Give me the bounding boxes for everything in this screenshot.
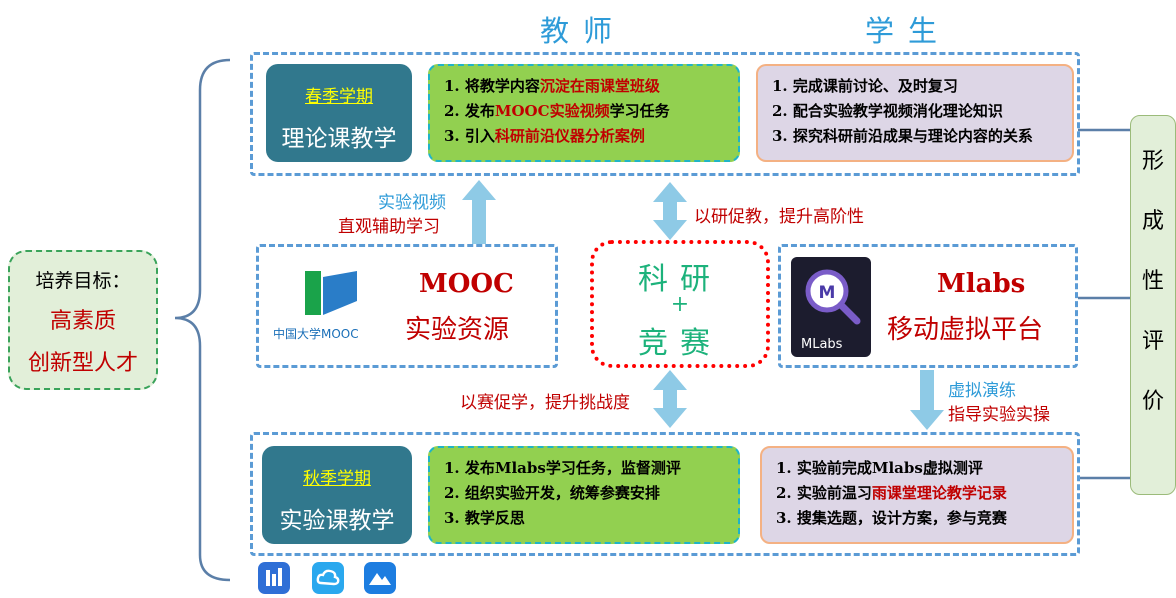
spring-semester-box: 春季学期 理论课教学: [266, 64, 412, 162]
formative-char: 性: [1141, 269, 1164, 294]
goal-line1: 高素质: [49, 309, 116, 334]
mooc-logo-text: 中国大学MOOC: [273, 327, 359, 341]
header-teacher: 教师: [540, 14, 627, 48]
mooc-resource-box: 中国大学MOOC MOOC 实验资源: [256, 244, 558, 368]
list-item: 1. 实验前完成Mlabs虚拟测评: [776, 459, 983, 477]
mlabs-platform-box: M MLabs Mlabs 移动虚拟平台: [778, 244, 1078, 368]
header-student: 学生: [865, 14, 952, 48]
left-brace: [174, 58, 231, 582]
mlabs-logo-text: MLabs: [801, 337, 843, 352]
list-item: 3. 教学反思: [444, 509, 525, 527]
arrow-double-competition: [653, 370, 687, 428]
formative-char: 评: [1141, 329, 1164, 354]
list-item: 2. 配合实验教学视频消化理论知识: [772, 102, 1003, 120]
svg-text:M: M: [819, 283, 836, 303]
plus-sign: +: [670, 292, 690, 317]
list-item: 1. 完成课前讨论、及时复习: [772, 77, 958, 95]
arrow-down-mlabs: [910, 370, 944, 430]
mlabs-title: Mlabs: [937, 269, 1026, 299]
mooc-title: MOOC: [419, 269, 514, 299]
mlabs-logo: M MLabs: [791, 257, 871, 357]
list-item: 2. 发布MOOC实验视频学习任务: [444, 102, 670, 120]
mooc-logo-icon: [305, 271, 357, 315]
note-competition: 以赛促学，提升挑战度: [460, 393, 630, 413]
list-item: 1. 发布Mlabs学习任务，监督测评: [444, 459, 681, 477]
note-virtual-line2: 指导实验实操: [948, 405, 1050, 425]
yuketang-app-icon: [258, 562, 290, 594]
cloud-app-icon: [312, 562, 344, 594]
list-item: 3. 探究科研前沿成果与理论内容的关系: [772, 127, 1033, 145]
goal-line2: 创新型人才: [27, 351, 138, 376]
arrow-up-mooc: [462, 180, 496, 244]
magnifier-icon: M: [805, 269, 861, 325]
goal-box: 培养目标： 高素质 创新型人才: [8, 250, 158, 390]
formative-evaluation-box: 形 成 性 评 价: [1130, 115, 1176, 495]
mlabs-subtitle: 移动虚拟平台: [887, 315, 1044, 345]
spring-semester-label: 春季学期: [305, 87, 373, 107]
spring-course-label: 理论课教学: [281, 126, 397, 152]
note-video-line1: 实验视频: [378, 193, 446, 213]
note-virtual-line1: 虚拟演练: [948, 381, 1016, 401]
arrow-double-research: [653, 182, 687, 240]
mountain-app-icon: [364, 562, 396, 594]
autumn-row: [250, 432, 1080, 556]
autumn-semester-label: 秋季学期: [303, 469, 371, 489]
list-item: 2. 组织实验开发，统筹参赛安排: [444, 484, 660, 502]
list-item: 3. 引入科研前沿仪器分析案例: [444, 127, 645, 145]
list-item: 3. 搜集选题，设计方案，参与竞赛: [776, 509, 1007, 527]
research-competition-box: 科研 + 竞赛: [590, 240, 770, 368]
list-item: 2. 实验前温习雨课堂理论教学记录: [776, 484, 1007, 502]
formative-char: 形: [1141, 149, 1164, 174]
mooc-subtitle: 实验资源: [405, 315, 510, 345]
formative-char: 价: [1141, 389, 1164, 414]
note-research: 以研促教，提升高阶性: [694, 207, 864, 227]
spring-row: [250, 52, 1080, 176]
competition-label: 竞赛: [638, 326, 722, 361]
spring-teacher-tasks: 1. 将教学内容沉淀在雨课堂班级 2. 发布MOOC实验视频学习任务 3. 引入…: [428, 64, 740, 162]
autumn-student-tasks: 1. 实验前完成Mlabs虚拟测评 2. 实验前温习雨课堂理论教学记录 3. 搜…: [760, 446, 1074, 544]
spring-student-tasks: 1. 完成课前讨论、及时复习 2. 配合实验教学视频消化理论知识 3. 探究科研…: [756, 64, 1074, 162]
autumn-semester-box: 秋季学期 实验课教学: [262, 446, 412, 544]
formative-char: 成: [1141, 209, 1164, 234]
autumn-teacher-tasks: 1. 发布Mlabs学习任务，监督测评 2. 组织实验开发，统筹参赛安排 3. …: [428, 446, 740, 544]
goal-title: 培养目标：: [35, 270, 131, 292]
autumn-course-label: 实验课教学: [279, 508, 395, 534]
research-label: 科研: [638, 262, 722, 297]
note-video-line2: 直观辅助学习: [338, 217, 440, 237]
list-item: 1. 将教学内容沉淀在雨课堂班级: [444, 77, 660, 95]
